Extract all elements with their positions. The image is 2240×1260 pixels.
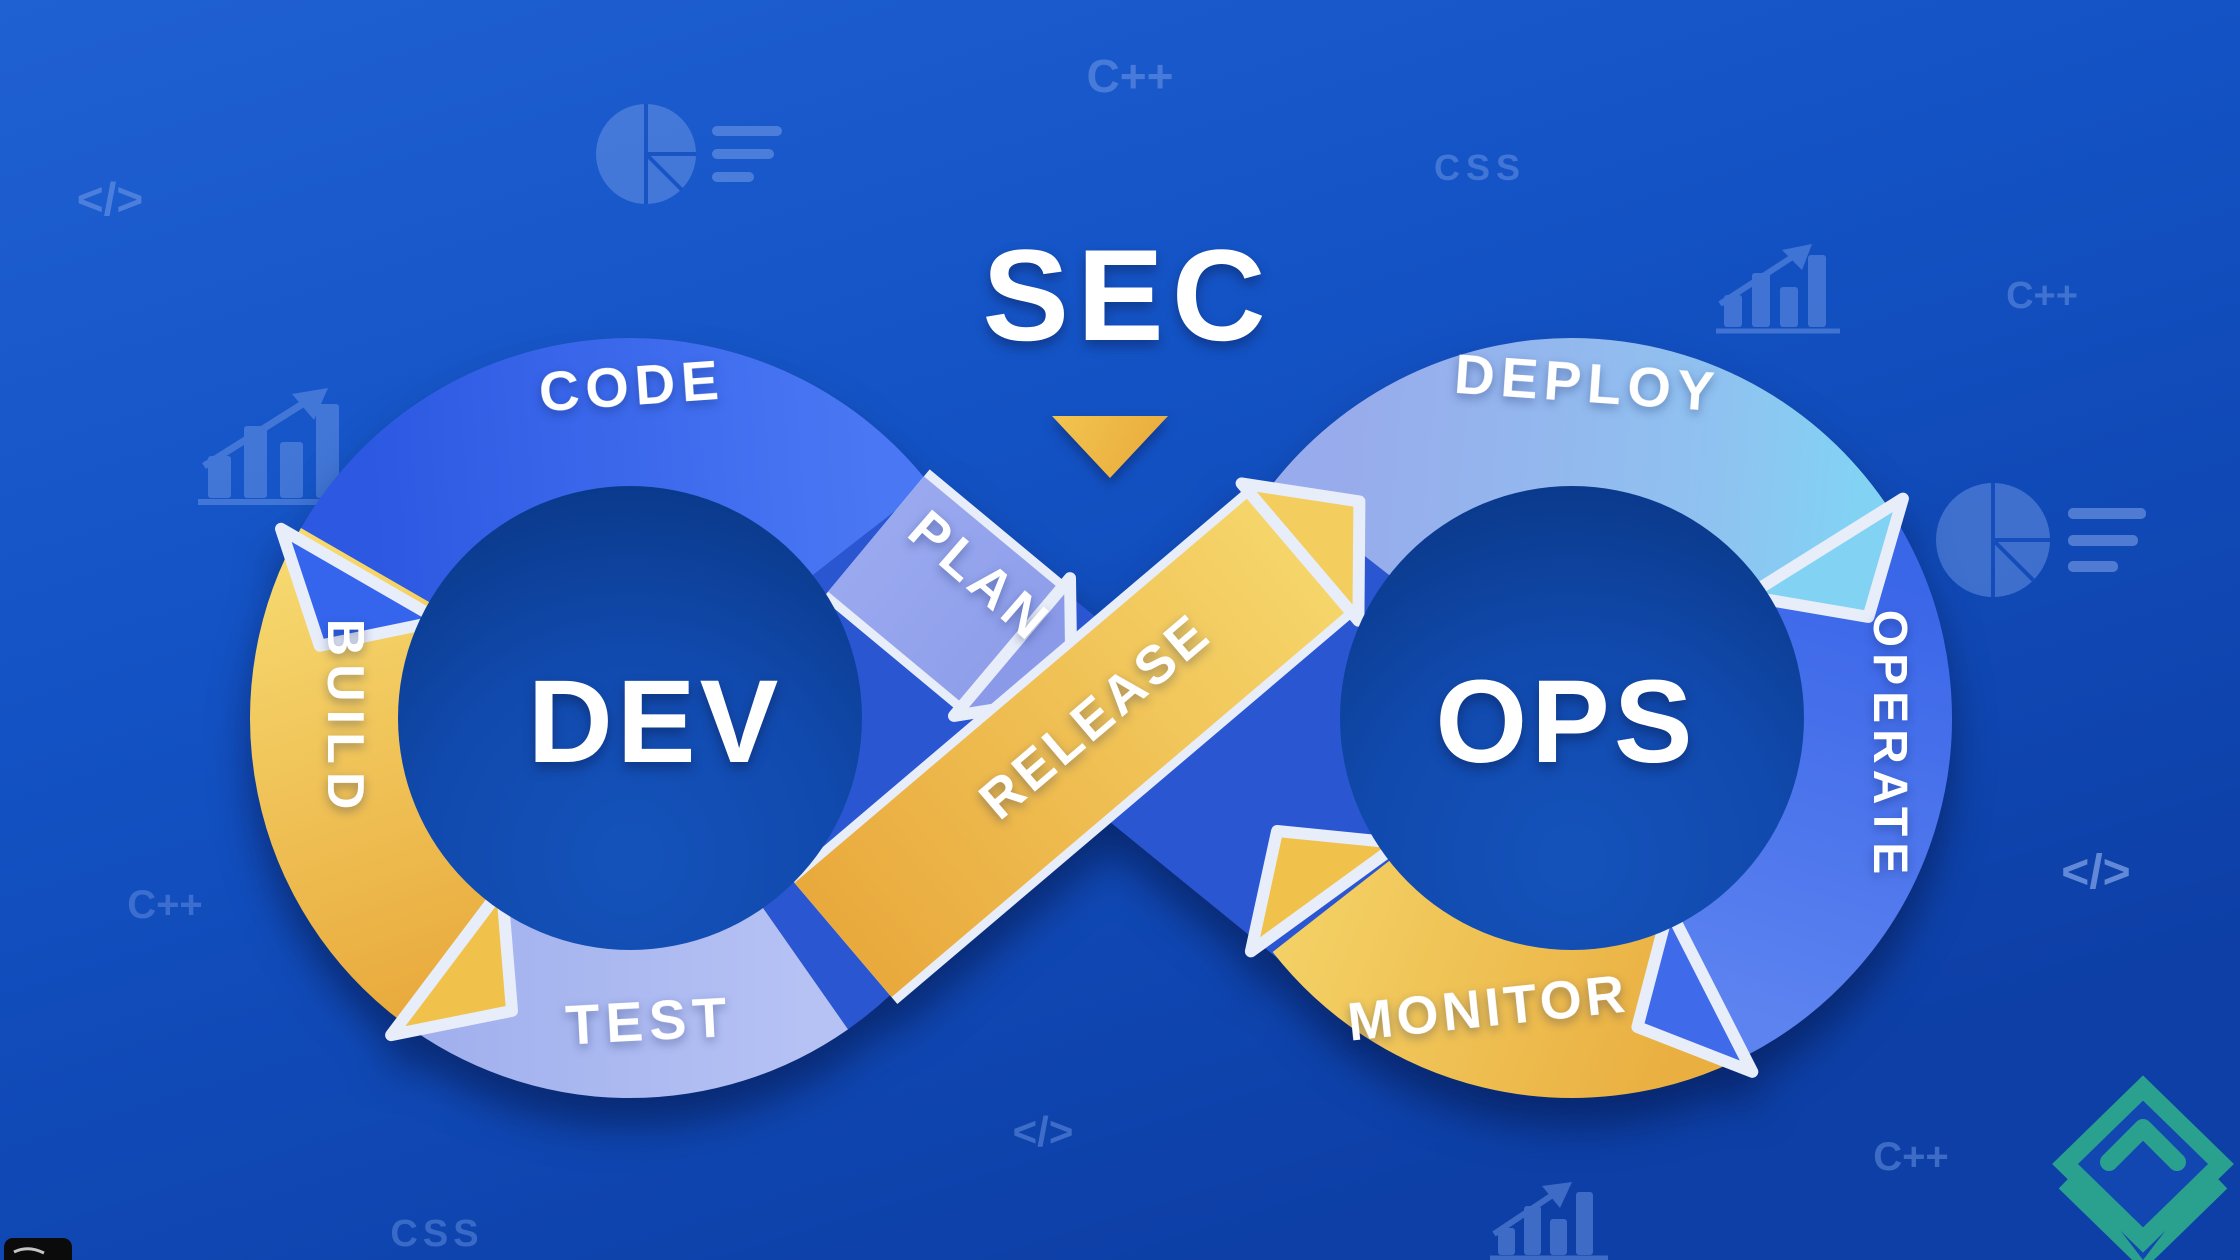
css-label: CSS [1434,147,1526,188]
cpp-label: C++ [1087,50,1174,102]
code-tag-icon: </> [1013,1108,1074,1155]
loop-segment-operate [1667,528,1952,1063]
infinity-loop [250,338,1952,1099]
operate-arrow-icon [1631,901,1759,1078]
loop-segment-deploy [1272,338,1902,605]
pie-chart-icon [1936,483,2146,597]
code-arrow-icon [275,522,447,652]
code-tag-icon: </> [77,173,144,225]
dev-inner-disc [398,486,862,950]
loop-segment-code [300,338,930,605]
stage-label-operate: OPERATE [1863,610,1916,880]
bar-chart-icon [1490,1182,1608,1260]
background-icons: </> C++ CSS C++ [77,50,2146,1260]
pie-chart-icon [596,104,782,204]
loop-segment-plan [828,476,1060,705]
sec-pointer-triangle-icon [1052,416,1168,478]
stage-label-test: TEST [564,985,734,1057]
dev-label: DEV [528,656,783,788]
brand-logo-icon [2052,1075,2234,1260]
bar-chart-icon [1716,244,1840,334]
monitor-arrow-icon [1244,825,1406,958]
cpp-label: C++ [127,883,203,927]
watermark-badge [4,1238,72,1260]
cpp-label: C++ [1873,1135,1949,1179]
sec-title: SEC [982,222,1273,368]
stage-label-build: BUILD [316,619,374,818]
release-arrow-icon [1235,477,1366,627]
cpp-label: C++ [2006,275,2078,317]
bar-chart-icon [198,388,356,505]
ops-label: OPS [1435,656,1696,788]
loop-segment-release [794,494,1349,998]
stage-label-code: CODE [537,348,727,424]
build-arrow-icon [385,882,518,1042]
css-label: CSS [390,1213,483,1255]
deploy-arrow-icon [1740,492,1909,623]
code-tag-icon: </> [2061,846,2130,899]
ops-inner-disc [1340,486,1804,950]
